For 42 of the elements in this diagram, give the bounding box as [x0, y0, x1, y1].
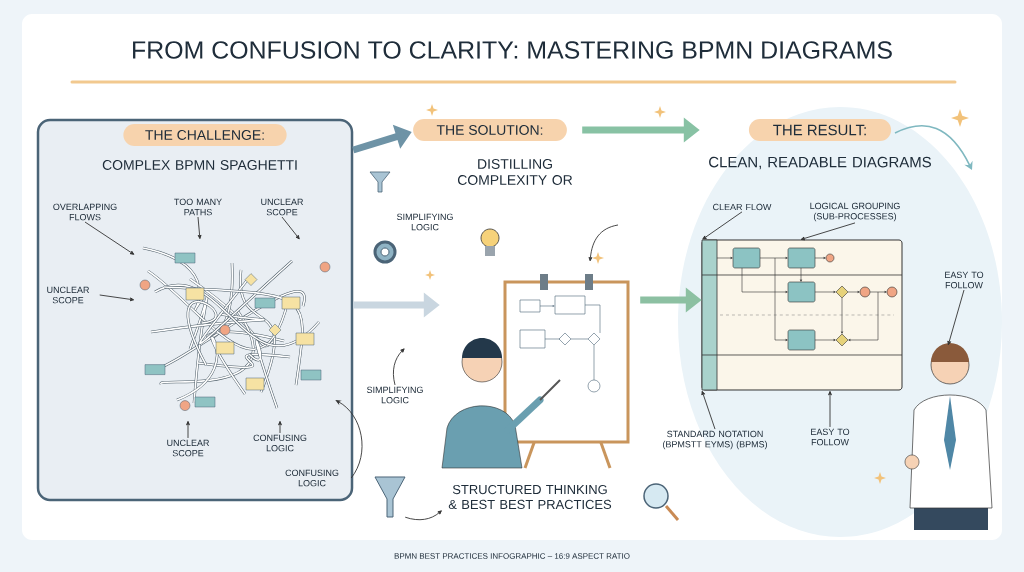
annotation-text: CONFUSING LOGIC [253, 434, 307, 452]
leader-line [947, 289, 965, 346]
annotation-text: SIMPLIFYING LOGIC [397, 213, 453, 231]
spaghetti-diagram-drawing [139, 246, 331, 411]
leader-line [392, 348, 405, 386]
annotation-text: CONFUSING LOGIC [285, 469, 339, 487]
annotation-text: TOO MANY PATHS [174, 198, 222, 216]
annotation-text: UNCLEAR SCOPE [167, 439, 209, 457]
panel [36, 118, 354, 502]
leader-line [197, 216, 202, 240]
subtitle: CLEAN, READABLE DIAGRAMS [709, 156, 931, 170]
annotation-text: EASY TO FOLLOW [811, 428, 850, 446]
title: FROM CONFUSION TO CLARITY: MASTERING BPMN DIAGRAMS [133, 41, 892, 59]
bpmn-diagram-drawing [701, 239, 903, 391]
leader-line [828, 390, 832, 428]
funnel-icon [374, 476, 406, 518]
leader-line [701, 390, 716, 430]
heading: THE SOLUTION: [436, 125, 543, 135]
annotation-text: UNCLEAR SCOPE [47, 286, 89, 304]
leader-line [800, 222, 856, 241]
leader-line [702, 211, 743, 240]
annotation-text: CLEAR FLOW [713, 203, 772, 211]
leader-line [84, 221, 135, 255]
leader-line [99, 294, 135, 302]
leader-line [335, 400, 363, 479]
leader-line [281, 216, 300, 240]
heading: THE CHALLENGE: [145, 130, 264, 140]
annotation-text: UNCLEAR SCOPE [261, 198, 303, 216]
annotation-text: STRUCTURED THINKING & BEST BEST PRACTICES [448, 484, 612, 509]
heading: THE RESULT: [773, 124, 866, 136]
leader-line [186, 420, 190, 439]
annotation-text: EASY TO FOLLOW [945, 271, 984, 289]
person-drawing [904, 343, 993, 530]
leader-line [278, 420, 282, 434]
annotation-text: SIMPLIFYING LOGIC [367, 386, 423, 404]
annotation-text: LOGICAL GROUPING (SUB-PROCESSES) [810, 202, 900, 222]
subtitle: DISTILLING COMPLEXITY OR [457, 159, 573, 185]
subtitle: COMPLEX BPMN SPAGHETTI [102, 160, 297, 170]
annotation-text: STANDARD NOTATION (BPMSTT EYMS) (BPMS) [663, 430, 767, 450]
person-at-easel-drawing [441, 274, 630, 469]
annotation-text: OVERLAPPING FLOWS [53, 203, 117, 221]
leader-line [404, 510, 442, 521]
